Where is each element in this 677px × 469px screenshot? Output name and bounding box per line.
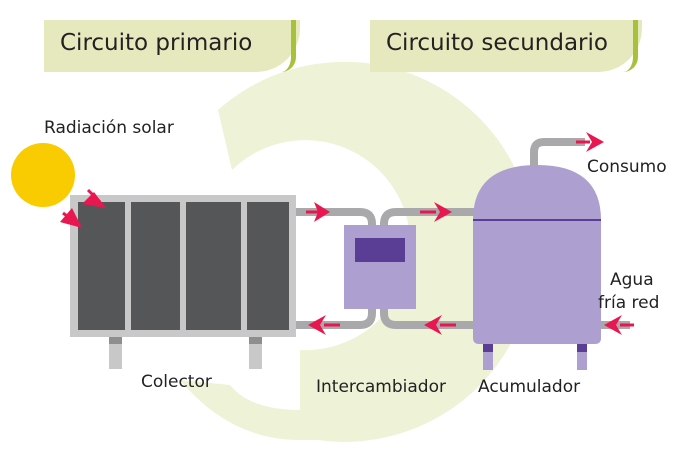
collector-panel — [78, 202, 125, 330]
exchanger-display — [355, 238, 405, 262]
flow-arrow-icon — [420, 202, 452, 222]
flow-arrow-icon — [308, 315, 340, 335]
exchanger-body — [344, 225, 416, 309]
flow-arrow-icon — [60, 208, 82, 228]
collector-leg — [249, 337, 262, 344]
accumulator-leg — [577, 344, 587, 370]
flow-arrow-icon — [82, 188, 106, 208]
solar-radiation-label: Radiación solar — [44, 118, 174, 138]
consumption-label: Consumo — [587, 157, 667, 177]
collector-leg — [109, 337, 122, 344]
exchanger-label: Intercambiador — [316, 377, 446, 397]
consumption-pipe — [530, 138, 585, 170]
accumulator-leg — [483, 344, 493, 352]
collector-panel — [247, 202, 289, 330]
flow-arrows — [60, 132, 634, 335]
accumulator-leg — [483, 344, 493, 370]
accumulator-label: Acumulador — [478, 377, 581, 397]
tab-secondary-label: Circuito secundario — [386, 30, 608, 56]
sun-icon — [11, 143, 75, 207]
cold-water-label-line2: fría red — [598, 293, 660, 313]
tab-primary-label: Circuito primario — [60, 30, 253, 56]
collector-label: Colector — [141, 372, 212, 392]
tab-secondary-circuit: Circuito secundario — [370, 20, 642, 72]
primary-pipe-top — [296, 208, 376, 230]
secondary-pipe-top — [380, 208, 476, 230]
cold-water-label-line1: Agua — [610, 270, 654, 290]
tab-primary-circuit: Circuito primario — [44, 20, 300, 72]
collector-leg — [249, 337, 262, 369]
cycle-arc — [218, 61, 535, 442]
flow-arrow-icon — [604, 315, 634, 335]
flow-arrow-icon — [576, 132, 604, 152]
accumulator-leg — [577, 344, 587, 352]
collector-leg — [109, 337, 122, 369]
cycle-arc-tail — [180, 380, 300, 440]
accumulator-tank — [473, 165, 601, 344]
flow-arrow-icon — [306, 202, 330, 222]
collector-panel — [131, 202, 180, 330]
primary-pipe-bottom — [296, 305, 376, 329]
collector-panel — [186, 202, 241, 330]
flow-arrow-icon — [424, 315, 456, 335]
secondary-pipe-bottom — [380, 305, 476, 329]
